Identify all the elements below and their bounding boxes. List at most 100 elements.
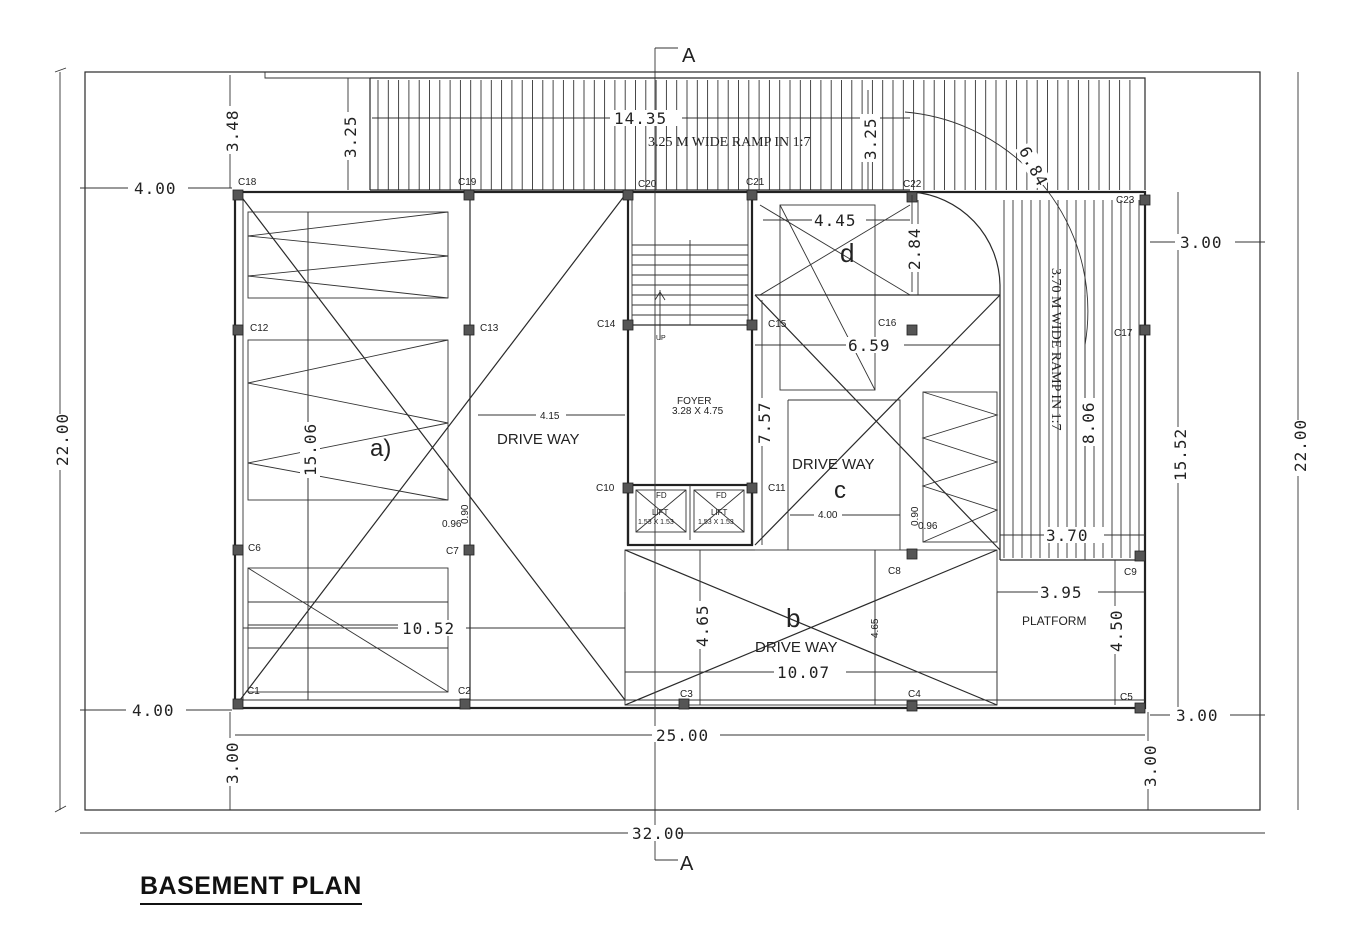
column-label: C2	[458, 686, 471, 697]
drive-way-c-label: DRIVE WAY	[792, 456, 875, 473]
column-label: C11	[768, 483, 786, 494]
section-mark-bottom: A	[680, 853, 694, 875]
dim-building-width: 25.00	[656, 726, 709, 745]
dim-top-left-vertical: 3.48	[223, 109, 242, 152]
column-c2	[459, 698, 471, 710]
lift-size-2: 1.53 X 1.53	[698, 519, 734, 526]
column-c18	[232, 189, 244, 201]
fd-label-1: FD	[656, 491, 667, 500]
column-c12	[232, 324, 244, 336]
section-line-a-a: A A	[654, 45, 696, 875]
column-label: C4	[908, 689, 921, 700]
dim-left-height: 15.06	[301, 423, 320, 476]
column-c16	[906, 324, 918, 336]
building-outline	[233, 190, 1147, 710]
dimension-labels: 32.00 22.00 22.00 25.00 4.00 4.00 3.00 3…	[52, 106, 1310, 843]
dim-ramp-bottom: 3.70	[1046, 526, 1089, 545]
column-label: C23	[1116, 195, 1135, 206]
room-labels: DRIVE WAY DRIVE WAY DRIVE WAY FOYER 3.28…	[497, 135, 1086, 656]
column-label: C5	[1120, 692, 1133, 703]
zone-b-label: b	[786, 603, 800, 633]
column-c10	[622, 482, 634, 494]
drive-way-a-diagonals	[239, 194, 626, 701]
top-ramp-hatching	[377, 80, 1131, 190]
dim-left-drive-width: 10.52	[402, 619, 455, 638]
column-label: C15	[768, 319, 787, 330]
stair-core	[625, 195, 755, 551]
column-c9	[1134, 550, 1146, 562]
column-c14	[622, 319, 634, 331]
column-c5	[1134, 702, 1146, 714]
plot-boundary	[84, 71, 1261, 811]
dim-ramp-curve: 6.84	[1015, 143, 1052, 189]
column-c11	[746, 482, 758, 494]
column-c15	[746, 319, 758, 331]
column-c17	[1139, 324, 1151, 336]
lift-label-1: LIFT	[652, 508, 669, 517]
column-label: C16	[878, 318, 897, 329]
dim-ramp-length-top: 14.35	[614, 109, 667, 128]
column-label: C6	[248, 543, 261, 554]
dim-small-4: 0.96	[918, 521, 938, 532]
column-c3	[678, 698, 690, 710]
dim-drive-way-width: 4.15	[540, 411, 560, 422]
column-label: C9	[1124, 567, 1137, 578]
dim-ramp-top-width: 3.25	[341, 115, 360, 158]
up-label: UP	[656, 335, 666, 342]
column-label: C14	[597, 319, 616, 330]
dim-right-height: 15.52	[1171, 428, 1190, 481]
column-label: C21	[746, 177, 765, 188]
dim-right-top-offset: 3.00	[1180, 233, 1223, 252]
dim-bottom-right-vertical: 3.00	[1141, 744, 1160, 787]
section-mark-top: A	[682, 45, 696, 67]
column-label: C12	[250, 323, 269, 334]
column-c4	[906, 700, 918, 712]
dim-room-d-height: 2.84	[905, 227, 924, 270]
column-c7	[463, 544, 475, 556]
dim-right-ramp-height: 8.06	[1079, 401, 1098, 444]
drive-way-a-label: DRIVE WAY	[497, 431, 580, 448]
column-c6	[232, 544, 244, 556]
drive-way-b-label: DRIVE WAY	[755, 639, 838, 656]
dim-right-bottom-offset: 3.00	[1176, 706, 1219, 725]
dim-ramp-top-width-2: 3.25	[861, 117, 880, 160]
right-ramp-outline	[904, 111, 1145, 561]
column-label: C19	[458, 177, 477, 188]
top-ramp-outline	[369, 77, 1146, 191]
column-c8	[906, 548, 918, 560]
column-label: C3	[680, 689, 693, 700]
column-label: C7	[446, 546, 459, 557]
column-c21	[746, 189, 758, 201]
room-d	[755, 200, 1000, 391]
dim-left-bottom-offset: 4.00	[132, 701, 175, 720]
dim-mid-width: 6.59	[848, 336, 891, 355]
column-label: C1	[247, 686, 260, 697]
dim-overall-height-right: 22.00	[1291, 419, 1310, 472]
column-c1	[232, 698, 244, 710]
lift-size-1: 1.53 X 1.53	[638, 519, 674, 526]
column-c23	[1139, 194, 1151, 206]
fd-label-2: FD	[716, 491, 727, 500]
dim-bottom-drive-height-small: 4.65	[870, 618, 881, 638]
column-c20	[622, 189, 634, 201]
column-label: C17	[1114, 328, 1133, 339]
plan-title: BASEMENT PLAN	[140, 872, 362, 905]
dim-platform-height: 4.50	[1107, 609, 1126, 652]
zone-a-label: a)	[370, 435, 391, 462]
dim-platform-width: 3.95	[1040, 583, 1083, 602]
dim-small-3: 0.90	[910, 506, 921, 526]
drive-way-c	[754, 294, 1001, 551]
column-label: C13	[480, 323, 499, 334]
foyer-label: FOYER	[677, 396, 711, 407]
column-label: C20	[638, 179, 657, 190]
dim-drive-c-height: 7.57	[755, 401, 774, 444]
dim-drive-c-width: 4.00	[818, 510, 838, 521]
dim-bottom-drive-height: 4.65	[693, 604, 712, 647]
platform-label: PLATFORM	[1022, 614, 1086, 628]
dim-small-2: 0.96	[442, 519, 462, 530]
column-label: C10	[596, 483, 615, 494]
column-c13	[463, 324, 475, 336]
zone-d-label: d	[840, 238, 854, 268]
